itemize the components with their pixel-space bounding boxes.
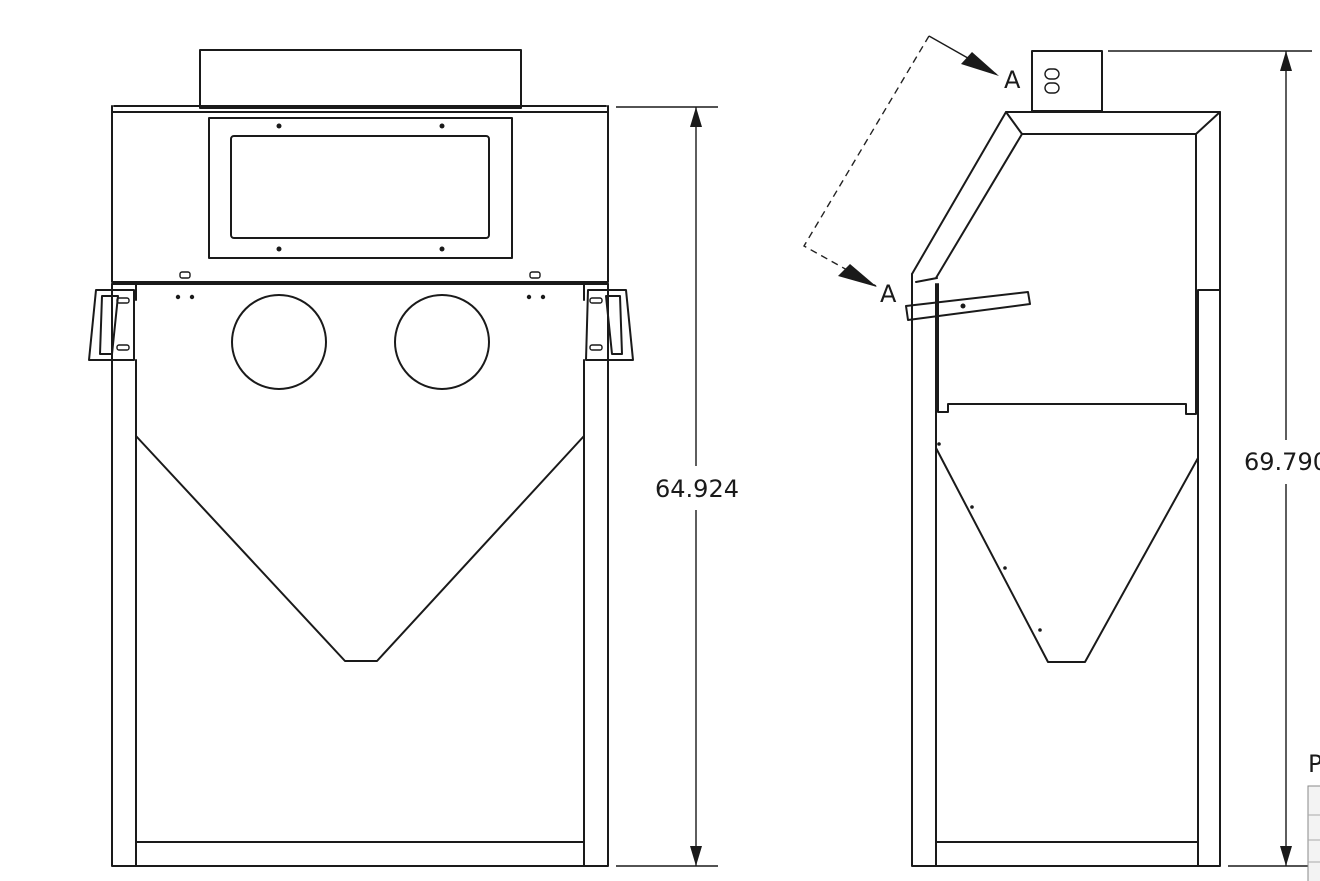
top-duct-box (199, 49, 522, 109)
left-glove-port (231, 294, 327, 390)
front-height-dimension: 64.924 (616, 106, 739, 867)
left-handle (88, 289, 135, 361)
window-screw (439, 123, 445, 129)
window-screw (439, 246, 445, 252)
section-label-top: A (1004, 66, 1021, 94)
blast-gun-arm (905, 291, 1031, 321)
side-bottom-rail (935, 841, 1199, 867)
front-view: 64.924 (88, 49, 739, 867)
right-leg (583, 283, 609, 867)
section-label-bottom: A (880, 280, 897, 308)
hopper (135, 435, 585, 662)
rivet-dot (937, 442, 941, 446)
top-bevel (1005, 111, 1221, 135)
side-height-dimension: 69.790 (1108, 50, 1320, 867)
window-screw (276, 246, 282, 252)
bolt-dot (189, 294, 195, 300)
window-frame (208, 117, 513, 259)
viewing-window (230, 135, 490, 239)
left-leg (111, 283, 137, 867)
bottom-rail (135, 841, 585, 867)
side-height-value: 69.790 (1244, 448, 1320, 476)
side-view: A A 69.790 (803, 35, 1320, 867)
cropped-letter: P (1308, 750, 1320, 778)
bolt-dot (175, 294, 181, 300)
latch-tab (529, 271, 541, 279)
front-leg (911, 273, 937, 867)
chamber-floor (937, 283, 1197, 415)
side-hopper (935, 447, 1199, 663)
handle-slot (116, 297, 130, 304)
handle-slot (589, 344, 603, 351)
rivet-dot (1003, 566, 1007, 570)
rivet-dot (1038, 628, 1042, 632)
upper-cabinet (111, 111, 609, 283)
handle-slot (589, 297, 603, 304)
right-handle (585, 289, 634, 361)
pivot-dot (960, 303, 966, 309)
section-line-a-a: A A (803, 35, 1021, 308)
bolt-dot (540, 294, 546, 300)
handle-slot (116, 344, 130, 351)
front-height-value: 64.924 (655, 475, 739, 503)
back-leg (1197, 289, 1221, 867)
latch-tab (179, 271, 191, 279)
outlet-receptacle (1044, 82, 1060, 94)
electrical-box (1031, 50, 1103, 112)
right-glove-port (394, 294, 490, 390)
front-slope-inner (915, 133, 1023, 283)
bolt-dot (526, 294, 532, 300)
outlet-receptacle (1044, 68, 1060, 80)
cabinet-outline (911, 111, 1221, 291)
cropped-table-fragment: P (1307, 750, 1320, 881)
window-screw (276, 123, 282, 129)
rivet-dot (970, 505, 974, 509)
